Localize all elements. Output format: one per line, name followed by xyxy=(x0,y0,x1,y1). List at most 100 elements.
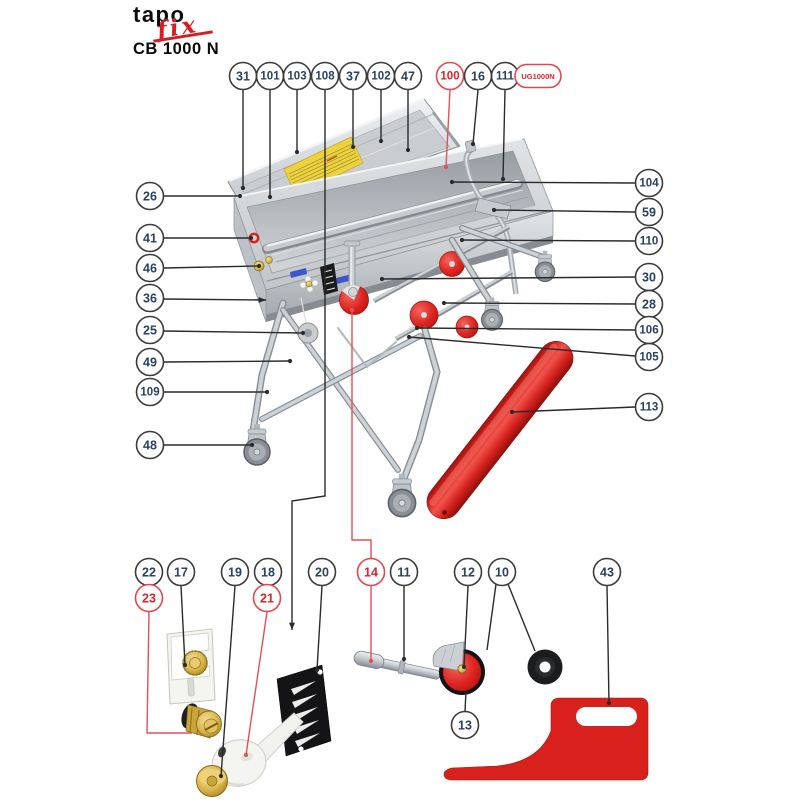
callout-100 xyxy=(435,61,465,91)
callout-label-46: 46 xyxy=(143,262,157,276)
leader-line-14 xyxy=(351,310,372,558)
callout-label-26: 26 xyxy=(143,190,157,204)
leader-dot-11 xyxy=(401,656,407,662)
leader-line-104 xyxy=(451,181,636,184)
bracket-part xyxy=(166,628,216,705)
callout-12 xyxy=(453,557,483,587)
callout-label-10: 10 xyxy=(495,566,509,580)
leader-dot-109 xyxy=(264,389,270,395)
leader-dot-59 xyxy=(491,207,497,213)
leader-line-28 xyxy=(443,302,636,305)
slot-hole xyxy=(576,707,637,726)
callout-113 xyxy=(634,392,664,422)
white-cross-knob xyxy=(299,275,319,293)
callout-label-109: 109 xyxy=(140,387,159,399)
callout-105 xyxy=(634,342,664,372)
callout-label-30: 30 xyxy=(642,271,656,285)
lid-stay xyxy=(431,111,461,148)
leader-arrow-108 xyxy=(289,622,295,630)
leader-dot-14 xyxy=(368,658,374,664)
callout-label-28: 28 xyxy=(642,298,656,312)
brass-valve-part xyxy=(181,703,222,739)
leader-dot-49 xyxy=(287,358,293,364)
callout-label-105: 105 xyxy=(639,352,659,364)
leader-dot-19 xyxy=(218,773,224,779)
washer-part xyxy=(527,649,563,685)
leader-dot-16 xyxy=(470,141,476,147)
brass-disc-part xyxy=(196,765,228,797)
callout-label-101: 101 xyxy=(260,71,280,83)
callout-47 xyxy=(393,61,423,91)
leader-dot-25 xyxy=(300,330,306,336)
callout-46 xyxy=(135,253,165,283)
callout-label-23: 23 xyxy=(142,592,156,606)
callout-label-108: 108 xyxy=(315,71,335,83)
leader-line-111 xyxy=(502,89,506,180)
leader-line-43 xyxy=(606,585,610,704)
leader-dot-20 xyxy=(314,667,320,673)
callout-14 xyxy=(356,557,386,587)
leader-dot-104 xyxy=(449,179,455,185)
callout-103 xyxy=(282,61,312,91)
callout-label-UG1000N: UG1000N xyxy=(521,72,554,81)
leader-dot-48 xyxy=(249,442,255,448)
callout-23 xyxy=(134,583,164,613)
callout-21 xyxy=(252,583,282,613)
callout-19 xyxy=(220,557,250,587)
legs xyxy=(243,225,556,518)
callout-110 xyxy=(634,226,664,256)
callout-20 xyxy=(307,557,337,587)
callout-label-113: 113 xyxy=(640,402,659,414)
leader-line-16 xyxy=(472,89,479,145)
callout-41 xyxy=(135,223,165,253)
leader-dot-113 xyxy=(509,409,515,415)
callout-label-25: 25 xyxy=(143,324,157,338)
callout-11 xyxy=(389,557,419,587)
leader-line-49 xyxy=(163,360,291,363)
callout-label-22: 22 xyxy=(142,566,156,580)
model-number: CB 1000 N xyxy=(133,40,220,58)
callout-label-43: 43 xyxy=(600,566,614,580)
leader-line-105 xyxy=(408,336,636,357)
callout-label-104: 104 xyxy=(639,178,659,190)
callout-label-103: 103 xyxy=(287,71,306,83)
callout-label-14: 14 xyxy=(364,566,378,580)
leader-dot-106 xyxy=(414,325,420,331)
leader-line-30 xyxy=(381,276,636,280)
leader-line-25 xyxy=(163,330,304,334)
leader-line-36 xyxy=(163,298,267,301)
callout-label-12: 12 xyxy=(461,566,475,580)
callout-label-16: 16 xyxy=(471,70,485,84)
callout-label-31: 31 xyxy=(236,70,250,84)
callout-label-36: 36 xyxy=(143,292,157,306)
callout-label-59: 59 xyxy=(642,206,656,220)
leader-arrow-36 xyxy=(258,296,266,303)
leader-dot-100 xyxy=(443,164,449,170)
callout-label-37: 37 xyxy=(346,70,360,84)
leader-line-10 xyxy=(486,583,497,651)
callout-label-19: 19 xyxy=(228,566,242,580)
leader-dot-110 xyxy=(459,237,465,243)
leader-line-12 xyxy=(463,585,469,668)
callout-label-49: 49 xyxy=(143,356,157,370)
callout-label-102: 102 xyxy=(371,71,390,83)
leader-dot-26 xyxy=(237,193,243,199)
leader-dot-21 xyxy=(243,752,249,758)
callout-108 xyxy=(310,61,340,91)
callout-109 xyxy=(135,377,165,407)
leader-dot-102 xyxy=(378,138,384,144)
leader-line-110 xyxy=(461,239,636,242)
callout-10 xyxy=(487,557,517,587)
callout-label-41: 41 xyxy=(143,232,157,246)
callout-25 xyxy=(135,315,165,345)
callout-label-106: 106 xyxy=(639,325,658,337)
leader-line-100 xyxy=(445,89,451,168)
leader-dot-43 xyxy=(606,700,612,706)
brand-name: tapo xyxy=(133,2,186,27)
callout-label-100: 100 xyxy=(440,71,459,83)
crank-wheel xyxy=(339,240,369,315)
brass-nipple xyxy=(265,256,273,264)
